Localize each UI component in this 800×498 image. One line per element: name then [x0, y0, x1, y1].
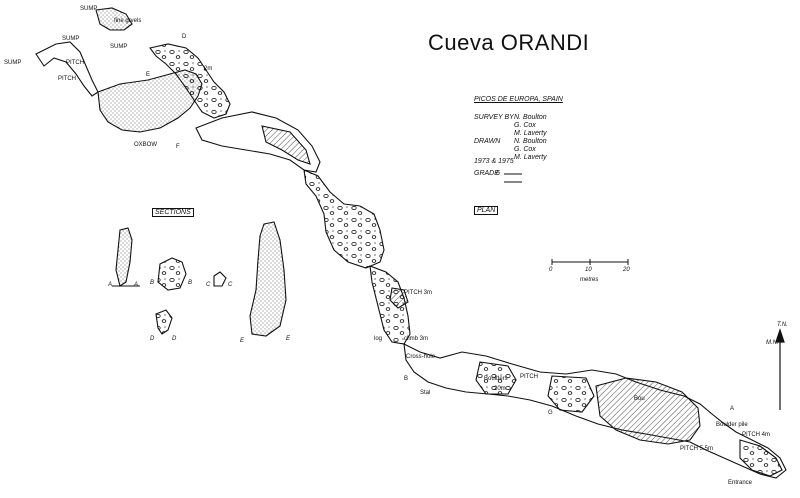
top-sump [95, 7, 133, 31]
section-letter-b: B [150, 280, 155, 286]
label-a: A [730, 406, 735, 412]
label-pitch-4m: PITCH 4m [742, 432, 771, 438]
label-pitch-mid: PITCH [520, 374, 538, 380]
section-letter-b2: B [188, 280, 193, 286]
label-climb-3m: climb 3m [404, 336, 429, 342]
section-c [213, 271, 227, 287]
lower-boulders-2 [547, 375, 595, 413]
descending-passage [303, 169, 385, 269]
lower-passage [403, 343, 787, 479]
passage-d [149, 43, 231, 119]
drawer-1: N. Boulton [514, 138, 547, 145]
section-letter-c2: C [228, 282, 233, 288]
section-letter-d: D [150, 336, 155, 342]
sections-label: SECTIONS [152, 208, 194, 217]
lower-boulders [475, 361, 517, 395]
scale-bar [551, 259, 629, 265]
label-sump-d: D [182, 34, 187, 40]
label-stal-note: fine grvels [114, 18, 142, 24]
north-magnetic-label: M.N. [766, 340, 779, 346]
section-e [249, 221, 287, 337]
drawer-3: M. Laverty [514, 154, 547, 161]
label-sump-mid: SUMP [62, 36, 80, 42]
drawer-2: G. Cox [514, 146, 536, 153]
label-pitch-3m: PITCH 3m [404, 290, 433, 296]
label-cross-hole: Cross-hole [406, 354, 436, 360]
section-b [157, 257, 187, 291]
surveyor-2: G. Cox [514, 122, 536, 129]
section-d [155, 309, 173, 335]
label-oxbow: OXBOW [134, 142, 158, 148]
section-letter-a2: A [134, 282, 139, 288]
label-pitch-note: 2m [204, 66, 213, 72]
label-sump-left: SUMP [4, 60, 22, 66]
label-20m: 20m [494, 386, 506, 392]
plan-label: PLAN [474, 206, 499, 215]
years-label: 1973 & 1975 [474, 158, 514, 165]
section-letter-a: A [108, 282, 113, 288]
surveyor-1: N. Boulton [514, 114, 547, 121]
north-arrow-head [775, 328, 785, 343]
grade-marks [504, 173, 522, 183]
label-e: E [146, 72, 151, 78]
sections-group [112, 221, 287, 337]
drawn-label: DRAWN [474, 138, 501, 145]
label-sump-top: SUMP [80, 6, 98, 12]
label-bou: Bou [634, 396, 645, 402]
label-g: G [548, 410, 553, 416]
grade-label: GRADE [474, 170, 499, 177]
label-b: B [404, 376, 409, 382]
label-boulder-pile: Boulder pile [716, 422, 748, 428]
north-true-label: T.N. [777, 322, 788, 328]
section-a [115, 227, 133, 287]
survey-label: SURVEY BY [474, 114, 514, 121]
scale-tick-label-10: 10 [585, 267, 592, 273]
north-arrow [775, 328, 785, 410]
section-letter-e2: E [286, 336, 291, 342]
label-sump-small: SUMP [110, 44, 128, 50]
scale-tick-label-20: 20 [623, 267, 630, 273]
boulder-chamber [595, 377, 701, 445]
label-stal: Stal [420, 390, 431, 396]
section-letter-d2: D [172, 336, 177, 342]
page-title: Cueva ORANDI [428, 30, 590, 55]
scale-tick-label-0: 0 [549, 267, 553, 273]
upper-chamber [97, 69, 203, 133]
cave-plan [35, 7, 787, 479]
surveyor-3: M. Laverty [514, 130, 547, 137]
label-pitch-left: PITCH [66, 60, 84, 66]
grade-value: 6 [496, 170, 500, 177]
region-label: PICOS DE EUROPA, SPAIN [474, 96, 563, 103]
label-log: log [374, 336, 383, 342]
label-pitch-sub: PITCH [58, 76, 76, 82]
sump-passage [35, 41, 99, 97]
label-pitch-5m: PITCH 5.5m [680, 446, 714, 452]
oxbow-hatch [261, 125, 311, 165]
label-f: F [176, 144, 180, 150]
section-letter-e: E [240, 338, 245, 344]
entrance-area [739, 439, 783, 477]
pitch-hatch [389, 287, 409, 309]
oxbow-chamber [195, 111, 321, 173]
label-entrance: Entrance [728, 480, 753, 486]
section-letter-c: C [206, 282, 211, 288]
scale-unit: metres [580, 277, 599, 283]
label-boulders: Boulders [484, 376, 508, 382]
